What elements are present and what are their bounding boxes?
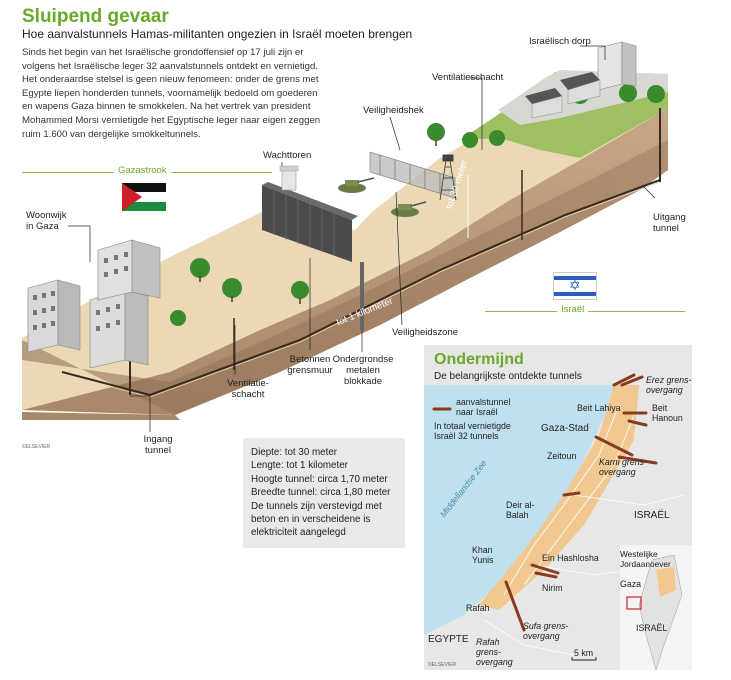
star-of-david-icon: ✡	[569, 277, 581, 293]
label-ventilatieschacht-top: Ventilatieschacht	[432, 72, 504, 83]
inset-israel: ISRAËL	[636, 623, 668, 633]
label-woonwijk: Woonwijk in Gaza	[26, 210, 67, 232]
gaza-region-label: Gazastrook	[114, 165, 171, 176]
place-gaza-stad: Gaza-Stad	[541, 423, 589, 434]
place-ein-hashlosha: Ein Hashlosha	[542, 553, 599, 563]
place-karni: Karni grens-overgang	[599, 457, 647, 477]
inset-gaza: Gaza	[620, 579, 642, 589]
wall-grid	[273, 189, 335, 256]
label-veiligheidshek: Veiligheidshek	[363, 105, 424, 116]
leader-lines	[68, 45, 656, 432]
israel-flag: ✡	[553, 272, 597, 300]
gaza-strip-shape	[479, 385, 639, 610]
tank-1	[338, 177, 375, 193]
fact-length: Lengte: tot 1 kilometer	[251, 460, 348, 472]
place-rafah-grens: Rafah grens-overgang	[476, 637, 513, 667]
intro-text: Sinds het begin van het Israëlische gron…	[22, 47, 321, 140]
facts-box: Diepte: tot 30 meter Lengte: tot 1 kilom…	[243, 438, 405, 548]
gaza-map	[424, 373, 692, 670]
map-title: Ondermijnd	[434, 351, 524, 368]
place-khan-yunis: Khan Yunis	[472, 545, 494, 565]
fact-depth: Diepte: tot 30 meter	[251, 447, 338, 458]
place-erez: Erez grens-overgang	[646, 375, 692, 395]
label-uitgang: Uitgang tunnel	[653, 212, 686, 234]
tunnel-path-highlight	[61, 181, 661, 398]
tank-2	[391, 201, 427, 217]
map-subtitle: De belangrijkste ontdekte tunnels	[434, 371, 582, 382]
label-wachttoren: Wachttoren	[263, 150, 312, 161]
place-beit-lahiya: Beit Lahiya	[577, 403, 621, 413]
israeli-village	[525, 41, 637, 119]
legend-total: In totaal vernietigde Israël 32 tunnels	[434, 421, 511, 441]
scale-label: 5 km	[574, 648, 594, 658]
fact-note-3: elektriciteit aangelegd	[251, 527, 346, 539]
label-israelisch-dorp: Israëlisch dorp	[529, 36, 591, 47]
concrete-wall-side	[262, 182, 358, 220]
page-subtitle: Hoe aanvalstunnels Hamas-militanten onge…	[22, 27, 413, 41]
fact-height: Hoogte tunnel: circa 1,70 meter	[251, 473, 388, 485]
place-deir-al-balah: Deir al-Balah	[506, 500, 535, 520]
tunnel-markers	[504, 373, 658, 632]
fact-note-2: beton en in verscheidene is	[251, 514, 371, 526]
place-rafah: Rafah	[466, 603, 490, 613]
israel-region-label: Israël	[557, 304, 589, 315]
inset-westbank: Westelijke Jordaanoever	[620, 549, 671, 569]
watchtower	[281, 169, 297, 191]
place-beit-hanoun: Beit Hanoun	[652, 403, 683, 423]
fact-width: Breedte tunnel: circa 1,80 meter	[251, 487, 391, 499]
lattice-tower	[439, 154, 457, 201]
page-title: Sluipend gevaar	[22, 6, 169, 27]
security-fence	[369, 151, 456, 199]
label-betonnen: Betonnen grensmuur	[287, 354, 333, 376]
inset-gaza-box	[626, 596, 642, 610]
fact-note-1: De tunnels zijn verstevigd met	[251, 500, 382, 512]
palestine-flag	[122, 183, 166, 211]
map-panel: Ondermijnd De belangrijkste ontdekte tun…	[424, 345, 692, 670]
credit-diagram: ©ELSEVIER	[22, 444, 51, 450]
label-ondergrondse: Ondergrondse metalen blokkade	[332, 354, 394, 387]
place-zeitoun: Zeitoun	[547, 451, 577, 461]
place-egypte: EGYPTE	[428, 634, 469, 645]
label-ventilatie-bottom: Ventilatie-schacht	[227, 378, 269, 400]
concrete-wall	[262, 185, 352, 262]
gaza-buildings	[27, 239, 161, 369]
legend-tunnel-label: aanvalstunnel naar Israël	[456, 397, 511, 417]
label-ingang: Ingang tunnel	[143, 434, 173, 456]
place-sufa: Sufa grens-overgang	[523, 621, 569, 641]
place-nirim: Nirim	[542, 583, 563, 593]
credit-map: ©ELSEVIER	[428, 662, 457, 668]
place-israel: ISRAËL	[634, 510, 670, 521]
label-veiligheidszone: Veiligheidszone	[392, 327, 459, 338]
